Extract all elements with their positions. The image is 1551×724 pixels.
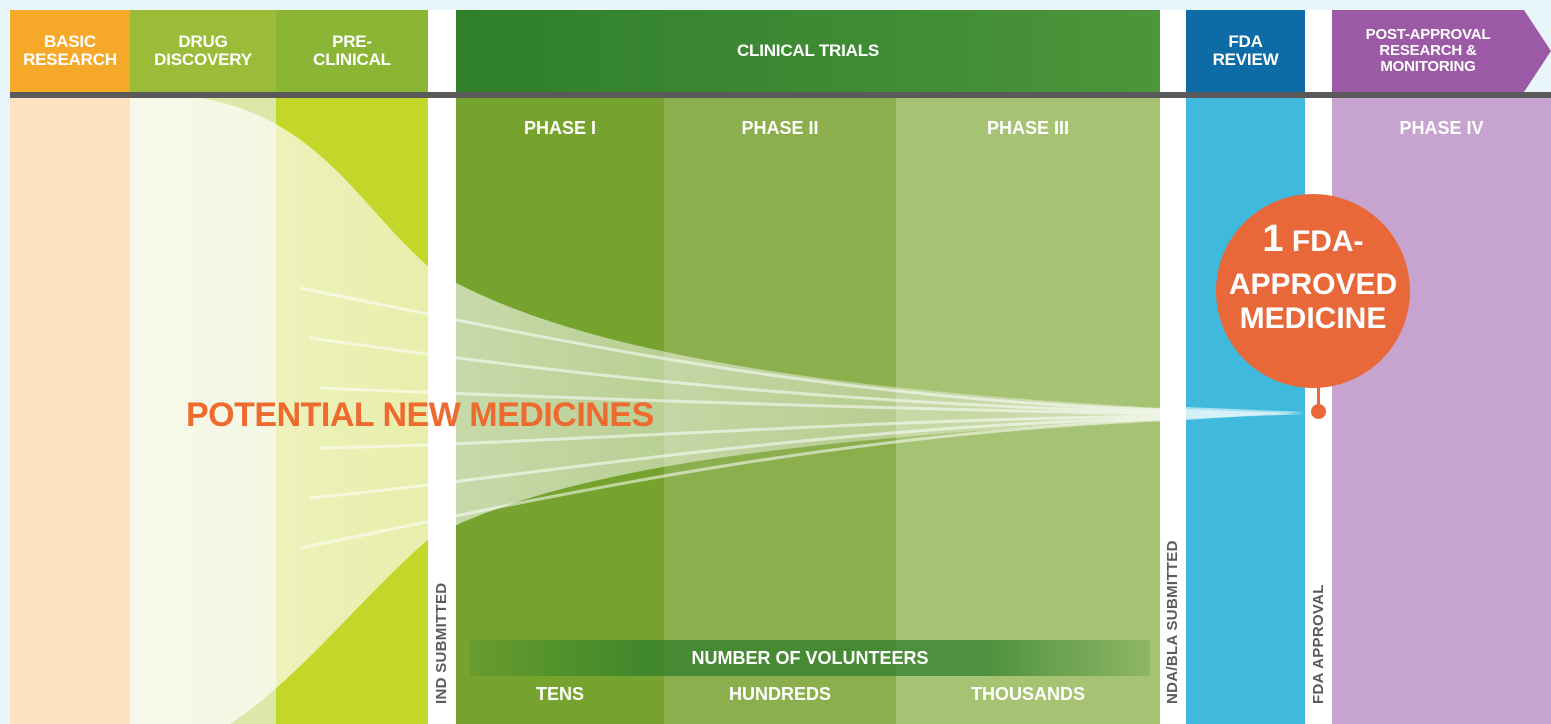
approved-line2: APPROVED — [1228, 268, 1398, 301]
approval-pointer-dot — [1311, 404, 1326, 419]
header-gap-approval — [1305, 10, 1332, 92]
phase4-label: PHASE IV — [1399, 118, 1484, 138]
column-basic-research — [10, 98, 130, 724]
stage-basic-research: BASIC RESEARCH — [10, 10, 130, 92]
approval-pointer-line — [1317, 380, 1320, 410]
approved-count: 1 — [1262, 218, 1284, 260]
volunteers-band — [470, 640, 1150, 676]
volunteers-thousands: THOUSANDS — [970, 684, 1085, 704]
volunteers-hundreds: HUNDREDS — [728, 684, 831, 704]
approved-count-line: 1 FDA- — [1216, 218, 1410, 261]
stage-post-approval: POST-APPROVAL RESEARCH & MONITORING — [1332, 10, 1524, 92]
fda-approval-label: FDA APPROVAL — [1310, 584, 1327, 704]
volunteers-title: NUMBER OF VOLUNTEERS — [691, 648, 929, 668]
phase3-label: PHASE III — [986, 118, 1070, 138]
nda-submitted-label: NDA/BLA SUBMITTED — [1164, 540, 1181, 704]
column-phase4 — [1332, 98, 1551, 724]
stage-drug-discovery: DRUG DISCOVERY — [130, 10, 276, 92]
approved-medicine-badge: 1 FDA- APPROVED MEDICINE — [1216, 194, 1410, 388]
post-approval-arrow-tip — [1524, 10, 1551, 92]
phase1-label: PHASE I — [523, 118, 597, 138]
header-gap-nda — [1160, 10, 1186, 92]
funnel-graphic — [130, 98, 1305, 724]
stage-fda-review: FDA REVIEW — [1186, 10, 1305, 92]
approved-line1: FDA- — [1291, 225, 1364, 258]
stage-clinical-trials: CLINICAL TRIALS — [456, 10, 1160, 92]
approved-line3: MEDICINE — [1239, 302, 1387, 335]
volunteers-tens: TENS — [535, 684, 584, 704]
funnel-label: POTENTIAL NEW MEDICINES — [186, 396, 654, 434]
phase2-label: PHASE II — [741, 118, 819, 138]
header-divider — [10, 92, 1551, 98]
stage-preclinical: PRE- CLINICAL — [276, 10, 428, 92]
header-gap-ind — [428, 10, 456, 92]
ind-submitted-label: IND SUBMITTED — [433, 582, 450, 704]
